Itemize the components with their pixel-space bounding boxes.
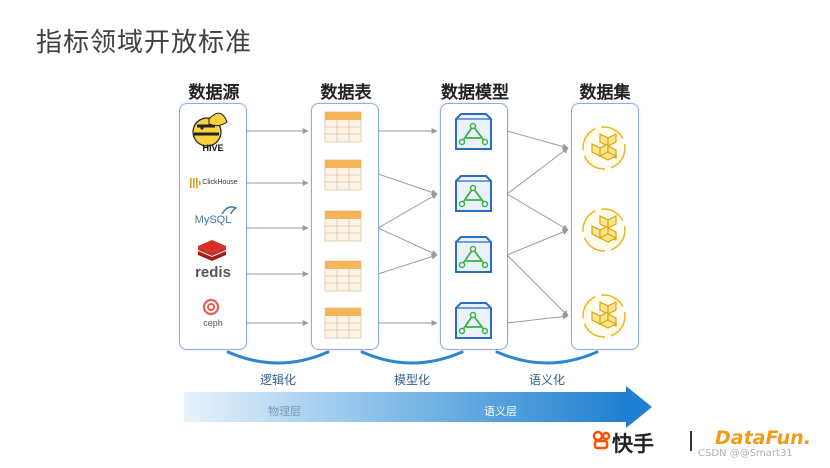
source-label-hive: HIVE	[202, 143, 224, 153]
arrow-table-model-3	[377, 193, 438, 229]
arrow-table-model-2	[377, 173, 438, 196]
process-label-model: 模型化	[393, 373, 430, 387]
source-label-redis: redis	[195, 264, 231, 281]
layer-arrow-head	[626, 386, 652, 428]
arrow-table-model-5	[377, 253, 438, 275]
arrow-model-dataset-3	[506, 193, 569, 231]
layer-arrow-band	[184, 392, 628, 422]
table-icon	[324, 210, 362, 242]
column-heading-datasets: 数据集	[579, 83, 631, 103]
table-to-model-arrows	[377, 128, 438, 326]
footer-partner-logo: DataFun.	[715, 427, 811, 449]
source-label-mysql: MySQL	[194, 214, 232, 226]
dataset-cubes-icon	[582, 126, 626, 170]
process-arcs	[226, 350, 599, 365]
model-icons	[455, 113, 492, 339]
dataset-cubes-icon	[582, 208, 626, 252]
arrow-model-dataset-4	[506, 229, 569, 256]
process-label-logical: 逻辑化	[259, 373, 296, 387]
model-cube-icon	[455, 236, 492, 273]
arrow-model-dataset-6	[506, 313, 569, 324]
footer-brand: 快手	[612, 432, 654, 456]
model-to-dataset-arrows	[506, 130, 569, 324]
process-arc-logical	[226, 350, 330, 365]
kuaishou-logo-icon	[592, 430, 611, 450]
process-arc-semantic	[495, 350, 599, 365]
table-icon	[324, 111, 362, 143]
arrow-model-dataset-5	[506, 254, 569, 317]
model-cube-icon	[455, 175, 492, 212]
source-to-table-arrows	[246, 128, 309, 326]
dataset-icons	[582, 126, 626, 338]
source-label-ceph: ceph	[203, 318, 223, 328]
process-arc-model	[360, 350, 464, 365]
arrow-model-dataset-1	[506, 130, 569, 150]
model-cube-icon	[455, 113, 492, 150]
arrow-model-dataset-2	[506, 147, 569, 195]
process-label-semantic: 语义化	[528, 373, 565, 387]
layer-label-semantic: 语义层	[484, 405, 517, 418]
redis-cube-icon	[198, 240, 226, 261]
mysql-dolphin-icon	[221, 206, 238, 215]
model-cube-icon	[455, 302, 492, 339]
table-icon	[324, 159, 362, 191]
column-heading-models: 数据模型	[441, 83, 509, 103]
ceph-ring-icon	[202, 298, 220, 316]
table-icon	[324, 260, 362, 292]
source-label-clickhouse: ClickHouse	[202, 179, 238, 186]
layer-label-physical: 物理层	[268, 405, 301, 418]
table-icon	[324, 307, 362, 339]
page-title: 指标领域开放标准	[36, 28, 253, 58]
hive-bee-icon	[192, 112, 228, 147]
watermark: CSDN @@Smart31	[698, 448, 793, 459]
table-icons	[324, 111, 362, 339]
arrow-table-model-4	[377, 227, 438, 256]
clickhouse-bars-icon	[190, 178, 201, 188]
dataset-cubes-icon	[582, 294, 626, 338]
column-heading-sources: 数据源	[188, 83, 240, 103]
column-heading-tables: 数据表	[320, 83, 372, 103]
footer-separator	[690, 431, 692, 451]
